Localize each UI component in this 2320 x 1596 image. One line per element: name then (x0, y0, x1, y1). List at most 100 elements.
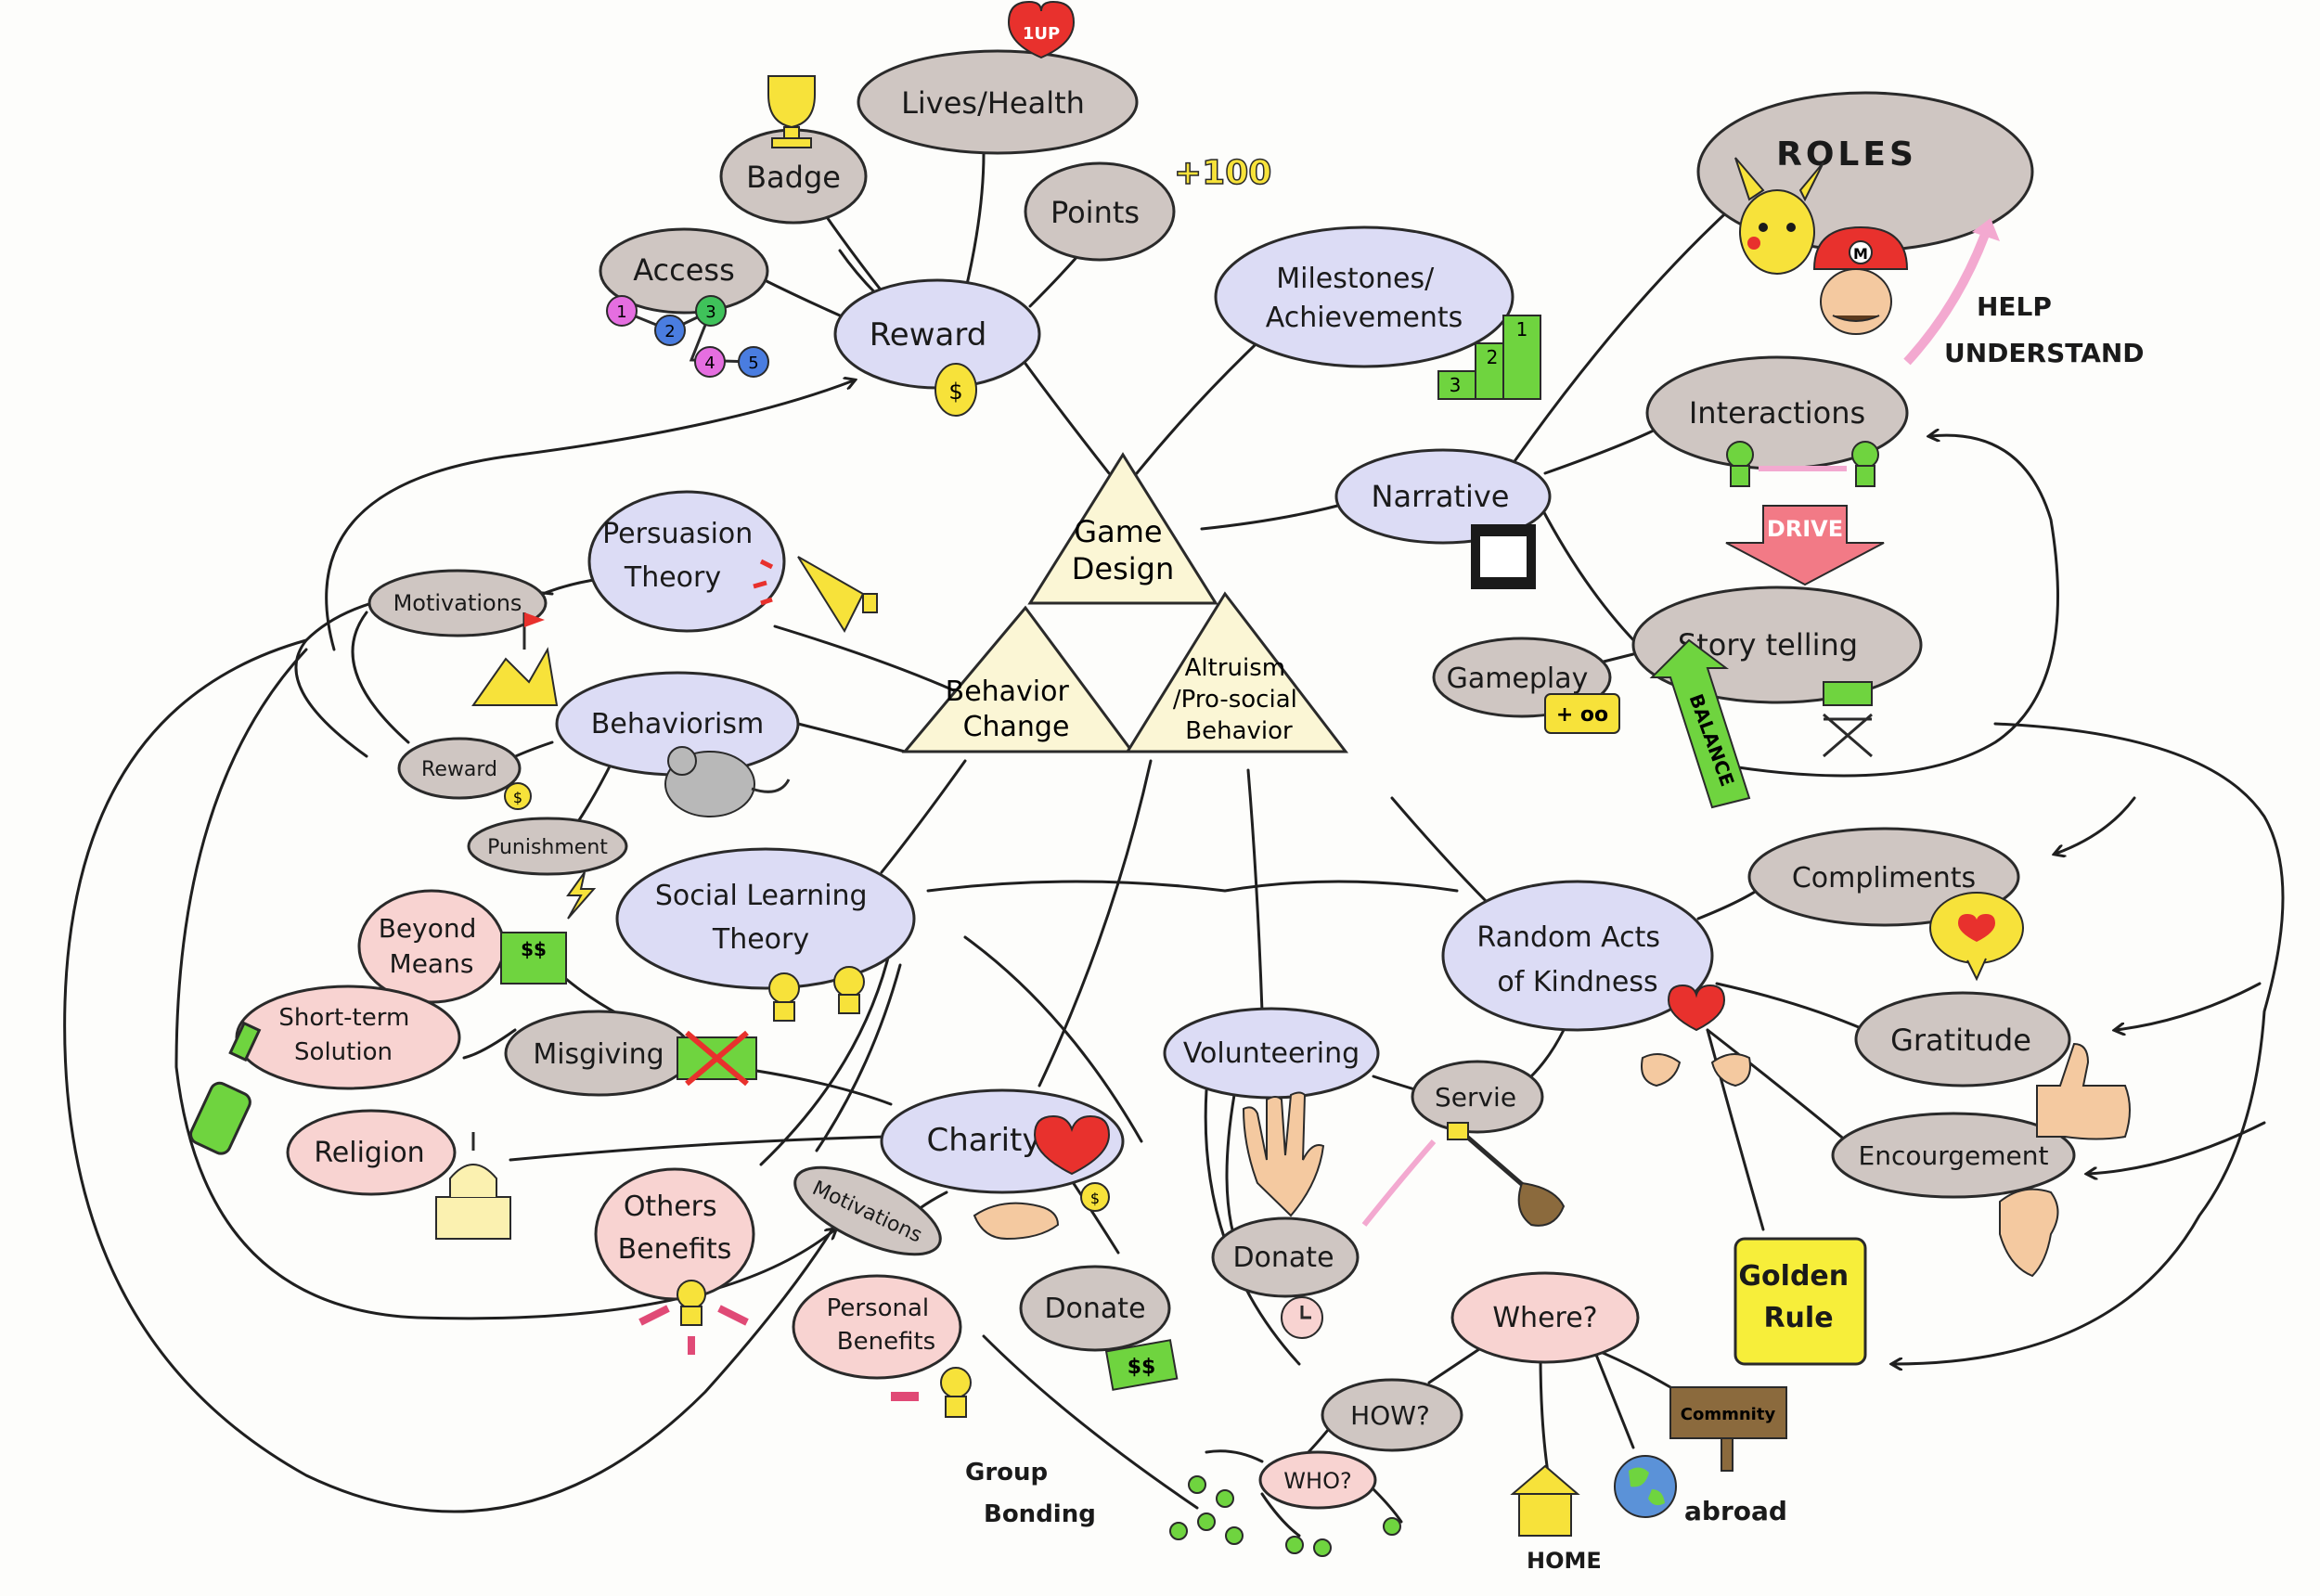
trophy-icon (767, 75, 816, 148)
religion-node: Religion (286, 1109, 457, 1196)
lightning-icon (566, 871, 597, 920)
game-design-triangle (1027, 452, 1218, 605)
abroad-label: abroad (1684, 1496, 1787, 1526)
megaphone-icon (753, 556, 878, 634)
behavior-change-label: Behavior Change (946, 676, 1078, 743)
svg-text:$: $ (1090, 1190, 1100, 1207)
milestones-node: Milestones/ Achievements (1214, 225, 1514, 368)
altruism-triangle (1125, 591, 1349, 753)
svg-text:Others Benefits: Others Benefits (618, 1191, 732, 1266)
access-level-path-icon: 1 2 3 4 5 (606, 295, 769, 378)
svg-text:Gratitude: Gratitude (1890, 1023, 2031, 1058)
where-node: Where? (1450, 1271, 1640, 1364)
others-benefits-people-icon (638, 1280, 749, 1355)
svg-text:Servie: Servie (1435, 1082, 1516, 1113)
game-design-label: Game Design (1072, 514, 1174, 586)
svg-text:Punishment: Punishment (487, 836, 608, 859)
svg-text:Religion: Religion (314, 1137, 424, 1169)
svg-text:Persuasion Theory: Persuasion Theory (602, 518, 762, 594)
film-strip-icon (1471, 524, 1536, 589)
rat-icon (664, 746, 791, 817)
fist-icon (1999, 1188, 2059, 1278)
punishment-node: Punishment (467, 817, 628, 876)
persuasion-theory-node: Persuasion Theory (587, 490, 786, 633)
electric-mouse-character-icon (1734, 157, 1824, 275)
svg-text:3: 3 (705, 302, 715, 322)
altruism-label: Altruism /Pro-social Behavior (1173, 654, 1305, 745)
money-stack-icon: $$ (500, 932, 567, 985)
svg-text:Lives/Health: Lives/Health (901, 85, 1085, 121)
svg-text:Commnity: Commnity (1681, 1405, 1776, 1424)
mountain-flag-icon (471, 612, 559, 706)
svg-text:Interactions: Interactions (1689, 395, 1865, 431)
crossed-money-icon (677, 1030, 757, 1087)
service-node: Servie (1411, 1060, 1544, 1134)
svg-text:Social Learning Theory: Social Learning Theory (655, 880, 876, 956)
svg-text:Volunteering: Volunteering (1183, 1037, 1360, 1070)
svg-text:M: M (1853, 245, 1868, 263)
random-acts-node: Random Acts of Kindness (1441, 880, 1714, 1032)
svg-text:DRIVE: DRIVE (1767, 516, 1843, 542)
encouragement-node: Encourgement (1831, 1112, 2076, 1199)
svg-text:1: 1 (616, 302, 626, 322)
svg-text:Charity: Charity (926, 1122, 1040, 1159)
dollar-bill-icon: $$ (1104, 1339, 1179, 1391)
svg-text:Golden Rule: Golden Rule (1738, 1260, 1858, 1334)
svg-text:$: $ (513, 789, 522, 806)
shovel-icon (1447, 1122, 1566, 1227)
hand-giving-icon: $ (973, 1182, 1110, 1241)
svg-text:$$: $$ (521, 938, 547, 960)
svg-text:Milestones/ Achievements: Milestones/ Achievements (1266, 263, 1463, 334)
how-node: HOW? (1321, 1378, 1463, 1452)
personal-benefits-node: Personal Benefits (792, 1274, 962, 1380)
svg-text:Access: Access (633, 252, 735, 288)
svg-text:Motivations: Motivations (393, 590, 522, 616)
svg-text:Donate: Donate (1232, 1242, 1334, 1274)
speech-bubble-heart-icon (1929, 892, 2024, 982)
svg-text:Beyond Means: Beyond Means (379, 913, 485, 979)
home-label: HOME (1527, 1548, 1602, 1574)
who-node: WHO? (1258, 1450, 1377, 1510)
motivations-left-node: Motivations (367, 569, 548, 637)
narrative-node: Narrative (1334, 448, 1552, 545)
reward-node: Reward (833, 278, 1041, 390)
others-benefits-node: Others Benefits (594, 1167, 755, 1301)
thumbs-up-icon (2036, 1042, 2131, 1140)
svg-text:4: 4 (704, 354, 715, 373)
svg-text:Behaviorism: Behaviorism (591, 708, 764, 740)
group-bonding-label: Group Bonding (965, 1459, 1096, 1528)
behavior-change-triangle (901, 605, 1135, 753)
donate-charity-node: Donate (1019, 1265, 1171, 1352)
svg-text:Badge: Badge (746, 160, 841, 195)
svg-text:Random Acts of Kindness: Random Acts of Kindness (1476, 921, 1669, 998)
heart-1up-icon: 1UP (1007, 0, 1076, 59)
svg-text:HOW?: HOW? (1350, 1400, 1430, 1431)
raised-hand-icon (1242, 1091, 1325, 1217)
svg-text:2: 2 (664, 322, 675, 341)
community-sign-icon: Commnity (1669, 1386, 1787, 1472)
svg-text:2: 2 (1487, 346, 1499, 368)
svg-text:1: 1 (1516, 318, 1528, 341)
svg-text:WHO?: WHO? (1283, 1468, 1351, 1494)
globe-icon (1614, 1455, 1677, 1518)
group-people-icon (1169, 1475, 1401, 1557)
help-understand-arrow (1903, 230, 1991, 366)
svg-text:Where?: Where? (1492, 1302, 1597, 1334)
plumber-character-icon: M (1812, 225, 1909, 335)
connections (63, 151, 2285, 1538)
personal-benefit-person-icon (891, 1367, 972, 1418)
svg-text:Encourgement: Encourgement (1859, 1140, 2049, 1171)
svg-text:$: $ (948, 379, 962, 405)
volunteering-node: Volunteering (1163, 1007, 1380, 1100)
lives-health-node: Lives/Health (857, 49, 1139, 155)
svg-text:Short-term Solution: Short-term Solution (278, 1004, 417, 1066)
svg-text:Personal Benefits: Personal Benefits (827, 1294, 937, 1356)
svg-text:1UP: 1UP (1023, 24, 1060, 44)
help-understand-arrowhead (1972, 218, 2000, 241)
podium-icon: 3 2 1 (1437, 315, 1541, 400)
svg-text:Gameplay: Gameplay (1447, 663, 1589, 695)
small-coin-icon: $ (504, 782, 532, 810)
svg-text:5: 5 (748, 354, 758, 373)
plus-100-label: +100 (1174, 154, 1271, 192)
